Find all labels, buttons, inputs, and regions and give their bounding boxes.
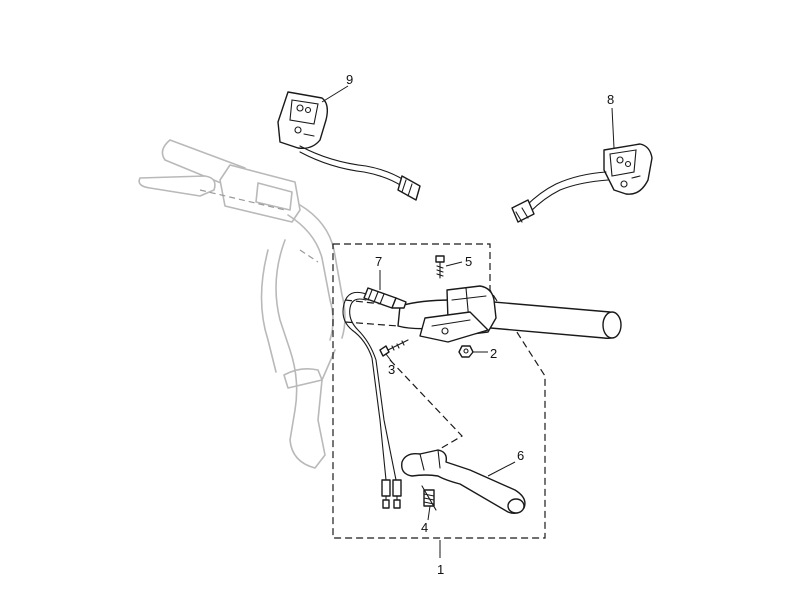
nut-2: [458, 345, 474, 358]
screw-5: [435, 255, 445, 279]
right-handlebar: [344, 299, 622, 340]
leader-lines: [321, 85, 615, 558]
callout-3: 3: [388, 362, 395, 377]
assembly-boundary: [332, 243, 546, 539]
callout-6: 6: [517, 448, 524, 463]
callout-4: 4: [421, 520, 428, 535]
switch-housing-8: [511, 143, 653, 223]
callout-9: 9: [346, 72, 353, 87]
callout-1: 1: [437, 562, 444, 577]
brake-switch-7: [342, 287, 407, 509]
switch-housing-9: [277, 91, 421, 201]
callout-5: 5: [465, 254, 472, 269]
screw-3: [379, 339, 409, 357]
callout-8: 8: [607, 92, 614, 107]
callout-2: 2: [490, 346, 497, 361]
spring-4: [421, 485, 437, 511]
brake-lever-6: [401, 449, 526, 515]
ghost-left-handlebar: [138, 139, 346, 469]
master-cylinder: [419, 285, 497, 343]
callout-7: 7: [375, 254, 382, 269]
